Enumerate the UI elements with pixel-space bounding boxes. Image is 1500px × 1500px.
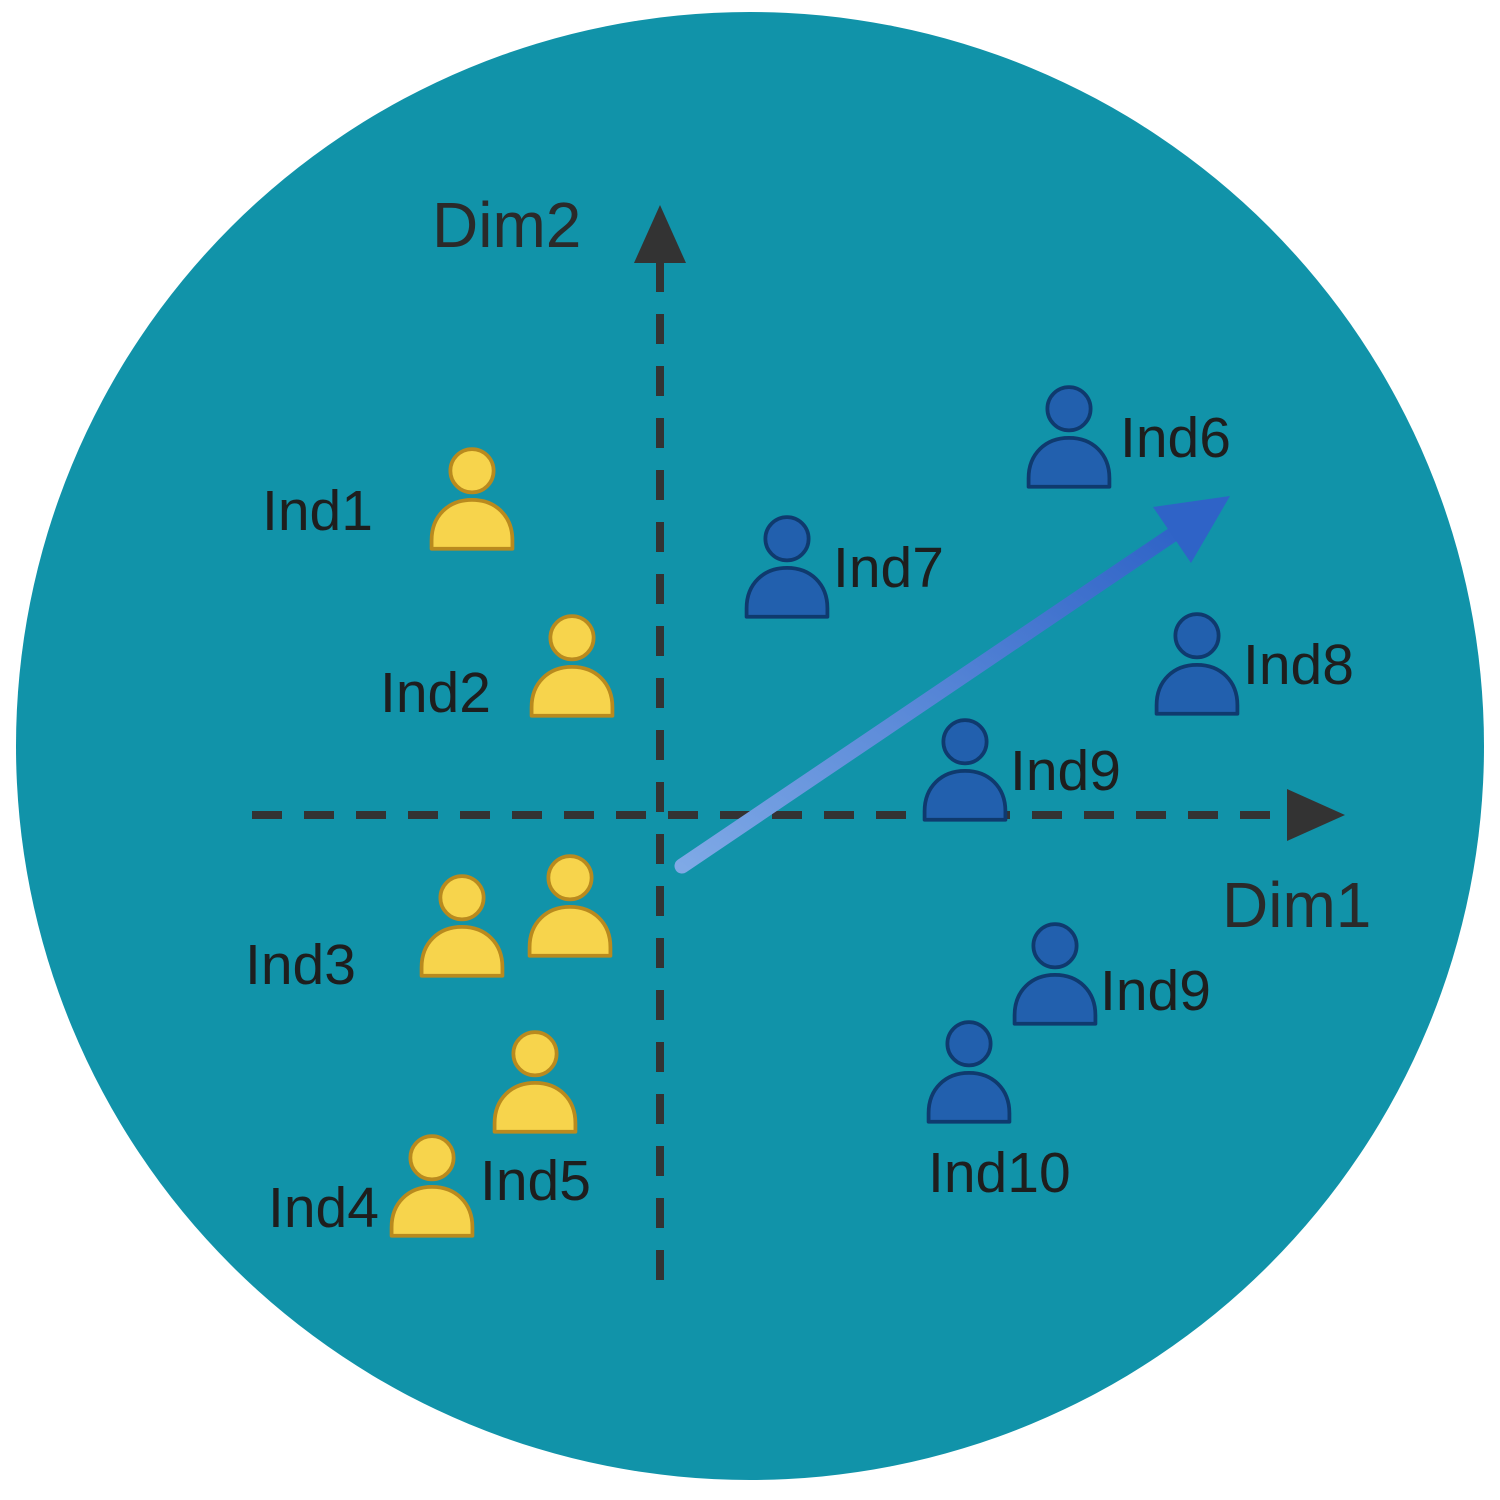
- person-icon-ind9: [918, 716, 1012, 822]
- person-icon-ind4: [385, 1132, 479, 1238]
- person-label-ind7: Ind7: [833, 536, 944, 600]
- person-label-ind9: Ind9: [1010, 739, 1121, 803]
- person-icon-ind10: [922, 1018, 1016, 1124]
- trend-arrow-head-icon: [1153, 496, 1230, 563]
- teal-circle-background: [16, 12, 1484, 1480]
- person-icon-ind8: [1150, 610, 1244, 716]
- person-icon-ind5: [488, 1028, 582, 1134]
- person-label-ind2: Ind2: [380, 661, 491, 725]
- person-label-ind10: Ind10: [928, 1141, 1071, 1205]
- x-axis-arrowhead-icon: [1287, 789, 1345, 841]
- x-axis-label: Dim1: [1222, 869, 1372, 941]
- y-axis-label: Dim2: [432, 189, 582, 261]
- person-icon-ind9b: [1008, 920, 1102, 1026]
- person-icon-ind3-1: [415, 872, 509, 978]
- person-label-ind4: Ind4: [268, 1176, 379, 1240]
- trend-arrow-shaft: [674, 523, 1186, 874]
- y-axis-arrowhead-icon: [634, 205, 686, 263]
- person-label-ind5: Ind5: [480, 1149, 591, 1213]
- person-label-ind1: Ind1: [262, 479, 373, 543]
- person-label-ind8: Ind8: [1243, 633, 1354, 697]
- person-icon-ind1: [425, 445, 519, 551]
- person-icon-ind2: [525, 612, 619, 718]
- person-icon-ind7: [740, 513, 834, 619]
- person-label-ind3: Ind3: [245, 933, 356, 997]
- person-label-ind9b: Ind9: [1100, 959, 1211, 1023]
- person-icon-ind3-2: [523, 852, 617, 958]
- person-label-ind6: Ind6: [1120, 406, 1231, 470]
- person-icon-ind6: [1022, 383, 1116, 489]
